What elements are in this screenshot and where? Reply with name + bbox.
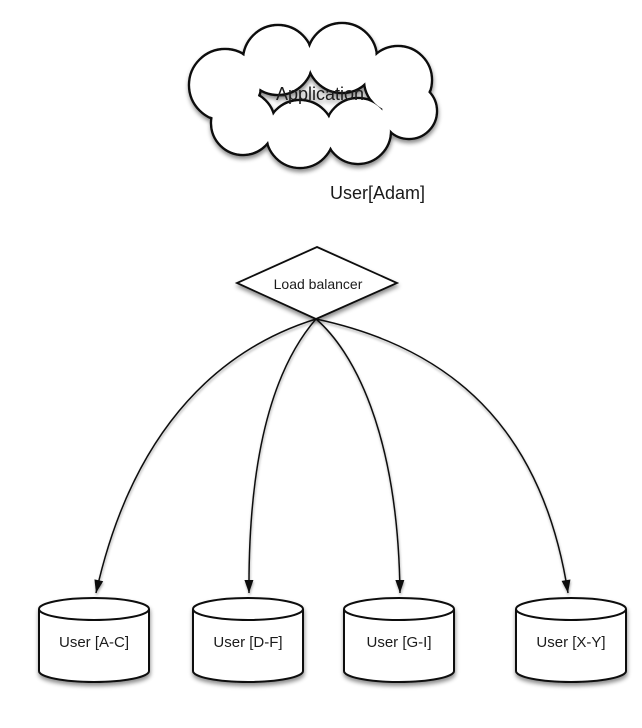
edge-to-shard-d-f	[244, 318, 317, 594]
edge-to-shard-a-c	[94, 318, 317, 594]
db-label: User [D-F]	[213, 634, 282, 651]
cylinder-body	[192, 609, 304, 683]
edge-to-shard-g-i	[315, 318, 405, 594]
edge-user-adam-label: User[Adam]	[330, 183, 425, 203]
db-cylinder-user-g-i: User [G-I]	[343, 597, 455, 683]
cylinder-top	[343, 597, 455, 621]
cylinder-top	[192, 597, 304, 621]
load-balancer-label: Load balancer	[274, 276, 363, 292]
db-label: User [G-I]	[366, 634, 431, 651]
cylinder-top	[515, 597, 627, 621]
application-label: Application	[276, 84, 364, 104]
db-label: User [X-Y]	[536, 634, 605, 651]
load-balancer-node: Load balancer	[234, 246, 400, 320]
db-cylinder-user-x-y: User [X-Y]	[515, 597, 627, 683]
cylinder-body	[515, 609, 627, 683]
db-cylinder-user-a-c: User [A-C]	[38, 597, 150, 683]
db-label: User [A-C]	[59, 634, 129, 651]
application-cloud-node: Application	[187, 21, 439, 170]
db-cylinder-user-d-f: User [D-F]	[192, 597, 304, 683]
cylinder-body	[343, 609, 455, 683]
edges-loadbalancer-to-shards	[94, 318, 571, 594]
cylinder-body	[38, 609, 150, 683]
edge-to-shard-x-y	[315, 318, 571, 594]
cylinder-top	[38, 597, 150, 621]
